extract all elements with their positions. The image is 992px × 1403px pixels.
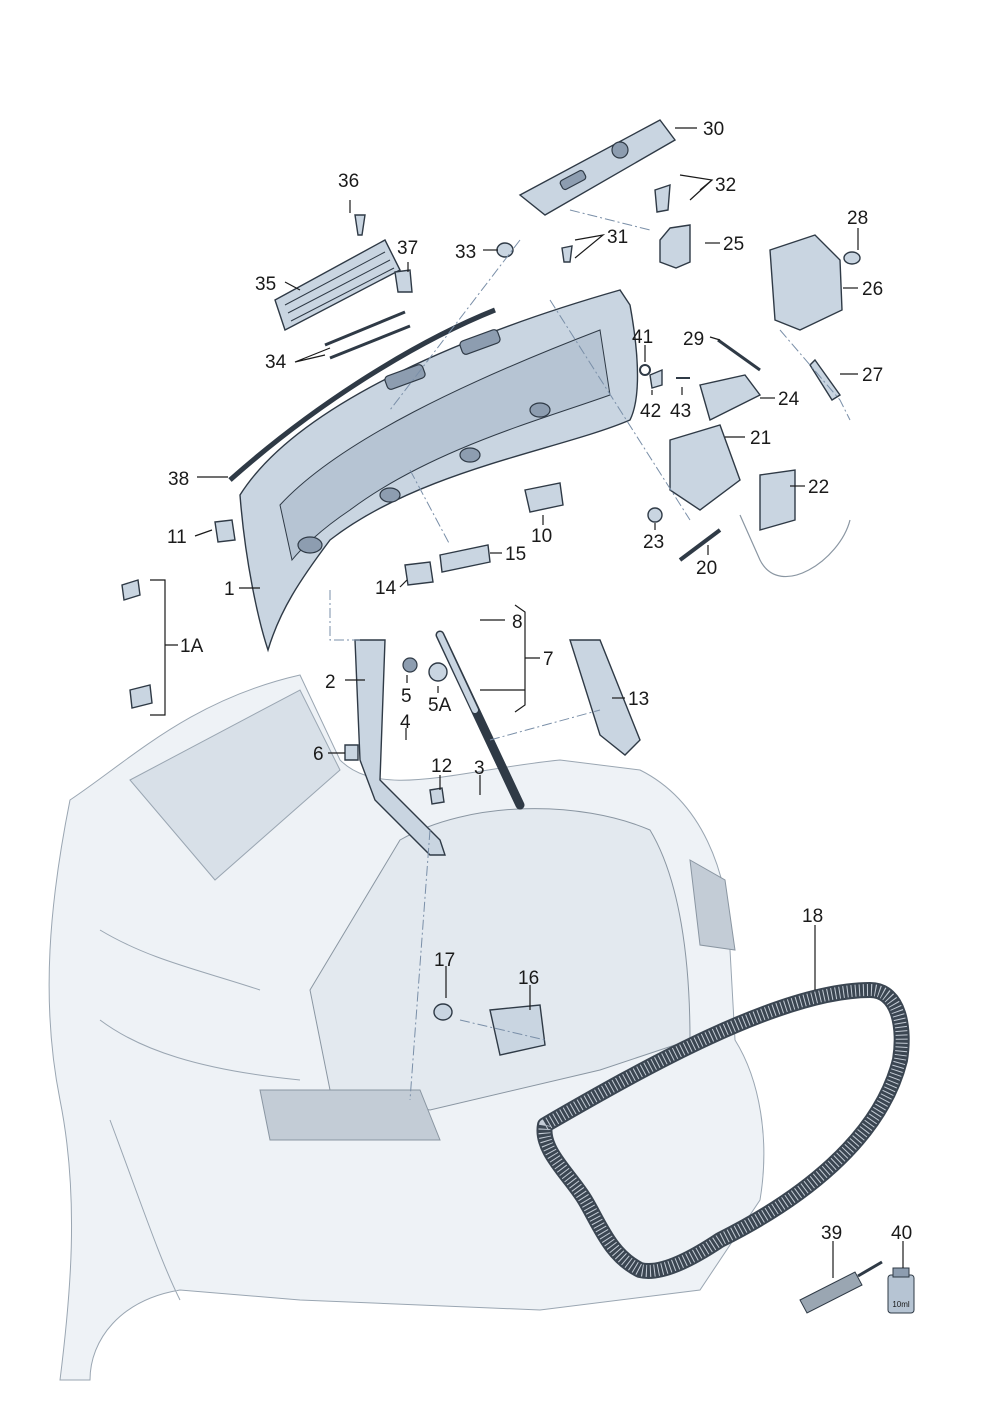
callout-15: 15 xyxy=(505,544,526,565)
callout-22: 22 xyxy=(808,477,829,498)
callout-labels: 30 32 36 28 37 33 31 25 35 26 34 41 29 2… xyxy=(167,119,912,1244)
callout-23: 23 xyxy=(643,532,664,553)
callout-24: 24 xyxy=(778,389,800,410)
primer-bottle: 10ml xyxy=(887,1267,915,1314)
callout-38: 38 xyxy=(168,469,189,490)
assembly-lines xyxy=(329,209,851,1101)
callout-7: 7 xyxy=(543,649,554,670)
car-body-outline xyxy=(48,674,765,1381)
callout-42: 42 xyxy=(640,401,661,422)
leader-lines xyxy=(150,127,904,1278)
callout-4: 4 xyxy=(400,712,411,733)
callout-36: 36 xyxy=(338,171,359,192)
callout-5A: 5A xyxy=(428,695,452,716)
callout-32: 32 xyxy=(715,175,736,196)
callout-40: 40 xyxy=(891,1223,912,1244)
callout-37: 37 xyxy=(397,238,418,259)
callout-13: 13 xyxy=(628,689,649,710)
callout-3: 3 xyxy=(474,758,485,779)
callout-33: 33 xyxy=(455,242,476,263)
callout-14: 14 xyxy=(375,578,397,599)
vent-grille xyxy=(274,239,401,332)
trunk-lid xyxy=(239,289,639,653)
small-parts xyxy=(121,184,861,1056)
adhesive-tube xyxy=(799,1260,883,1314)
door-seal xyxy=(536,982,910,1279)
callout-17: 17 xyxy=(434,950,455,971)
bottle-volume-text: 10ml xyxy=(892,1300,910,1309)
callout-8: 8 xyxy=(512,612,523,633)
callout-39: 39 xyxy=(821,1223,842,1244)
callout-41: 41 xyxy=(632,327,653,348)
callout-2: 2 xyxy=(325,672,336,693)
callout-18: 18 xyxy=(802,906,823,927)
callout-30: 30 xyxy=(703,119,724,140)
callout-1: 1 xyxy=(224,579,235,600)
callout-31: 31 xyxy=(607,227,628,248)
callout-10: 10 xyxy=(531,526,552,547)
callout-34: 34 xyxy=(265,352,287,373)
callout-12: 12 xyxy=(431,756,452,777)
callout-1A: 1A xyxy=(180,636,204,657)
callout-28: 28 xyxy=(847,208,868,229)
callout-27: 27 xyxy=(862,365,883,386)
callout-21: 21 xyxy=(750,428,771,449)
callout-6: 6 xyxy=(313,744,324,765)
molding-strips xyxy=(228,307,496,482)
callout-43: 43 xyxy=(670,401,691,422)
callout-35: 35 xyxy=(255,274,276,295)
callout-16: 16 xyxy=(518,968,539,989)
handle-strip xyxy=(518,119,677,216)
callout-5: 5 xyxy=(401,686,412,707)
callout-20: 20 xyxy=(696,558,717,579)
callout-25: 25 xyxy=(723,234,744,255)
callout-26: 26 xyxy=(862,279,883,300)
callout-29: 29 xyxy=(683,329,704,350)
callout-11: 11 xyxy=(167,527,187,548)
